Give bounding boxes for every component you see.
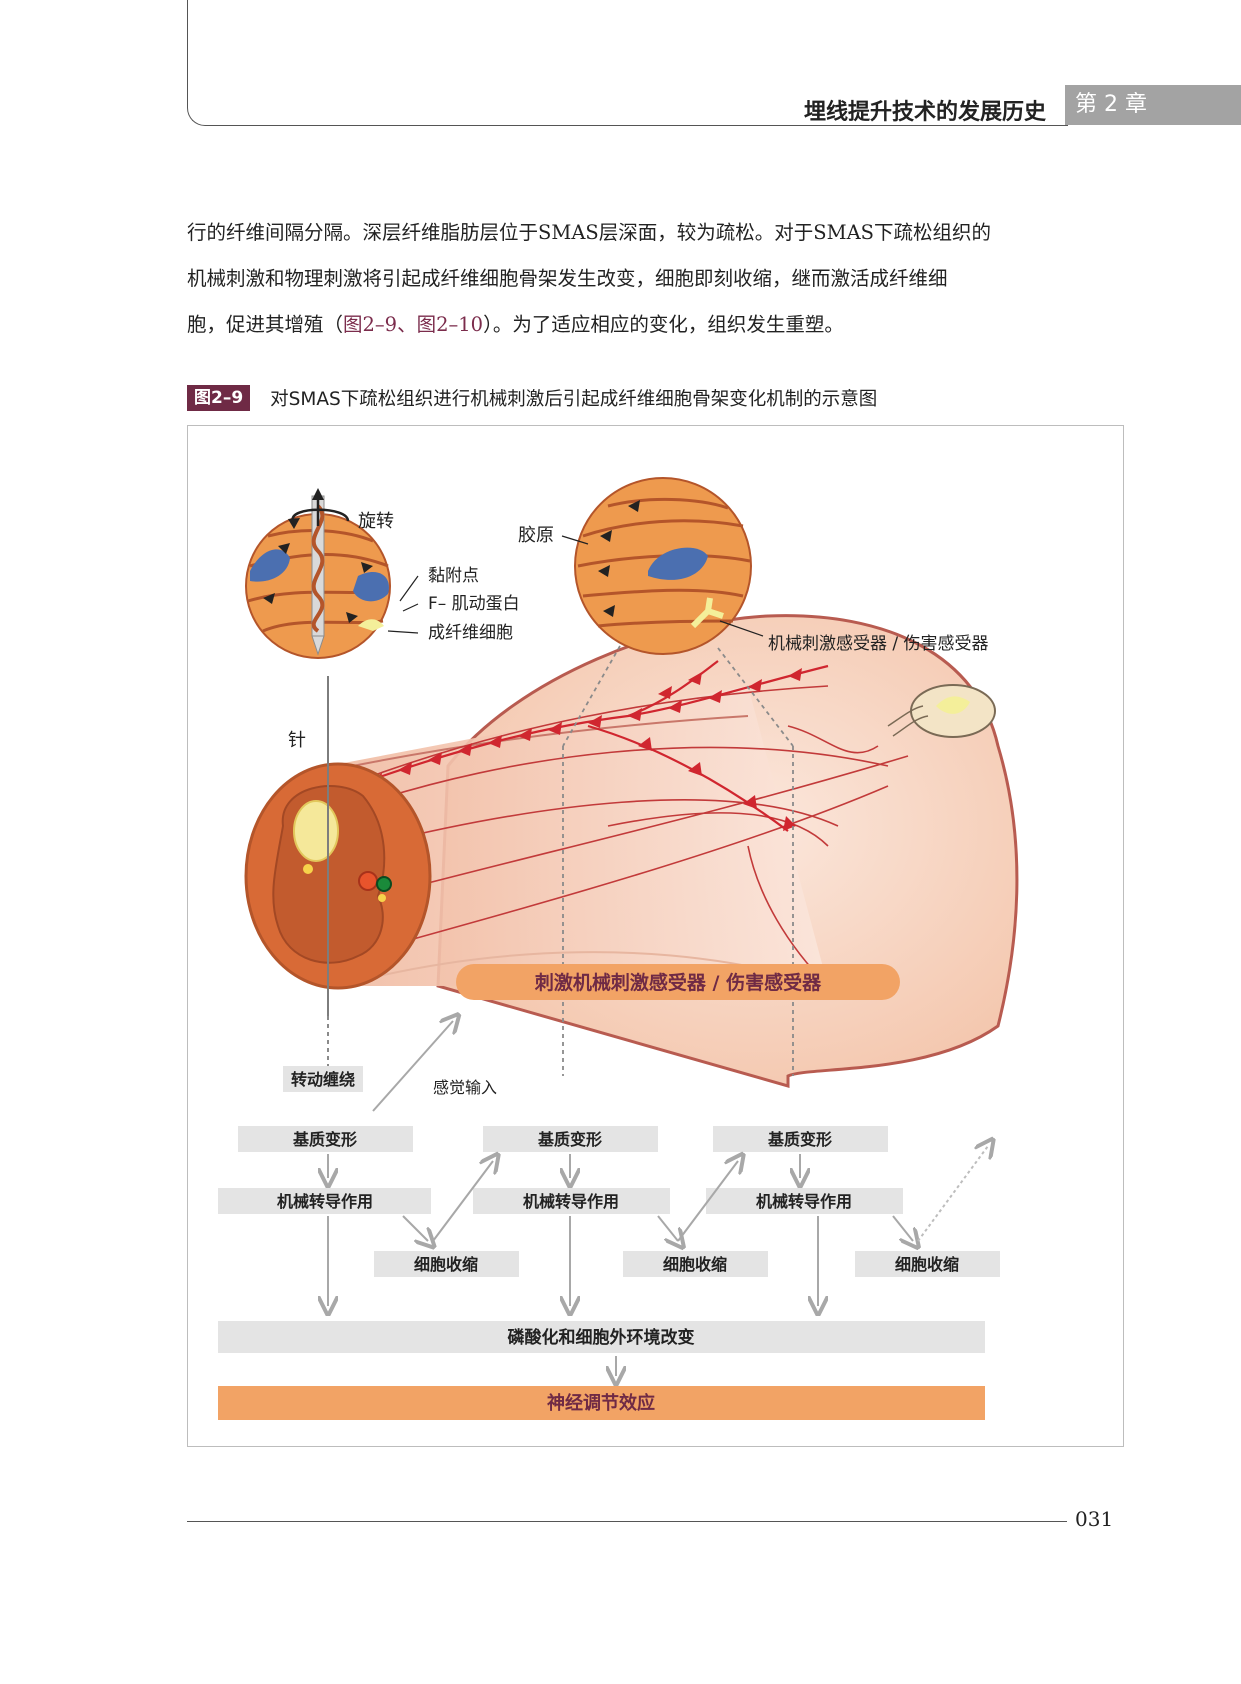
- box-cell-contraction-3: 细胞收缩: [895, 1255, 959, 1274]
- figure-caption: 图2–9 对SMAS下疏松组织进行机械刺激后引起成纤维细胞骨架变化机制的示意图: [187, 385, 877, 411]
- chapter-tab: 第 2 章: [1065, 85, 1241, 125]
- box-matrix-deformation-3: 基质变形: [767, 1130, 832, 1149]
- body-line-3-end: ）。为了适应相应的变化，组织发生重塑。: [483, 313, 844, 336]
- figure-title: 对SMAS下疏松组织进行机械刺激后引起成纤维细胞骨架变化机制的示意图: [270, 389, 878, 410]
- tissue-illustration: [327, 614, 1019, 1088]
- header-rule: [187, 0, 1068, 126]
- rotation-arrow: [288, 488, 350, 529]
- box-mechanotransduction-3: 机械转导作用: [756, 1192, 852, 1211]
- flowchart: 转动缠绕 感觉输入 基质变形 基质变形 基质变形 机械转导作用 机械转导作用 机…: [218, 1021, 1000, 1420]
- label-collagen: 胶原: [518, 525, 554, 546]
- box-matrix-deformation-1: 基质变形: [292, 1130, 357, 1149]
- box-phosphorylation: 磷酸化和细胞外环境改变: [508, 1327, 695, 1348]
- label-sensory-input: 感觉输入: [433, 1078, 497, 1097]
- box-matrix-deformation-2: 基质变形: [537, 1130, 602, 1149]
- stimulate-banner-text: 刺激机械刺激感受器 / 伤害感受器: [535, 971, 822, 994]
- figure-reference-link[interactable]: 图2–9、图2–10: [343, 313, 484, 336]
- figure-label: 图2–9: [187, 385, 251, 411]
- body-paragraph: 行的纤维间隔分隔。深层纤维脂肪层位于SMAS层深面，较为疏松。对于SMAS下疏松…: [187, 210, 1067, 348]
- figure-frame: 旋转 黏附点 F– 肌动蛋白 成纤维细胞 针 胶原 机械刺激感受器 / 伤害感受…: [187, 425, 1124, 1447]
- arm-cross-section: [244, 762, 432, 990]
- box-cell-contraction-1: 细胞收缩: [414, 1255, 478, 1274]
- magnified-circle-receptor: [574, 477, 752, 655]
- page-number: 031: [1075, 1507, 1114, 1531]
- label-f-actin: F– 肌动蛋白: [428, 594, 520, 614]
- body-line-2: 机械刺激和物理刺激将引起成纤维细胞骨架发生改变，细胞即刻收缩，继而激活成纤维细: [187, 267, 948, 290]
- box-mechanotransduction-1: 机械转导作用: [277, 1192, 373, 1211]
- body-line-3: 胞，促进其增殖（图2–9、图2–10）。为了适应相应的变化，组织发生重塑。: [187, 302, 1067, 348]
- footer-rule: [187, 1521, 1067, 1522]
- label-rotation: 旋转: [358, 511, 394, 532]
- spinal-cord-section: [887, 684, 996, 738]
- label-fibroblast: 成纤维细胞: [428, 623, 513, 643]
- label-needle: 针: [288, 730, 306, 751]
- nerve-fibers: [357, 685, 909, 987]
- box-cell-contraction-2: 细胞收缩: [663, 1255, 727, 1274]
- body-line-1: 行的纤维间隔分隔。深层纤维脂肪层位于SMAS层深面，较为疏松。对于SMAS下疏松…: [187, 221, 992, 244]
- body-line-3-start: 胞，促进其增殖（: [187, 313, 344, 336]
- box-mechanotransduction-2: 机械转导作用: [523, 1192, 619, 1211]
- box-rotation-winding: 转动缠绕: [291, 1070, 355, 1089]
- running-title: 埋线提升技术的发展历史: [803, 100, 1046, 125]
- figure-illustration: 旋转 黏附点 F– 肌动蛋白 成纤维细胞 针 胶原 机械刺激感受器 / 伤害感受…: [218, 477, 1019, 1420]
- box-neuromodulation: 神经调节效应: [547, 1392, 655, 1414]
- label-adhesion-point: 黏附点: [428, 566, 479, 586]
- stimulate-banner: [456, 964, 900, 1000]
- label-receptor: 机械刺激感受器 / 伤害感受器: [768, 634, 989, 654]
